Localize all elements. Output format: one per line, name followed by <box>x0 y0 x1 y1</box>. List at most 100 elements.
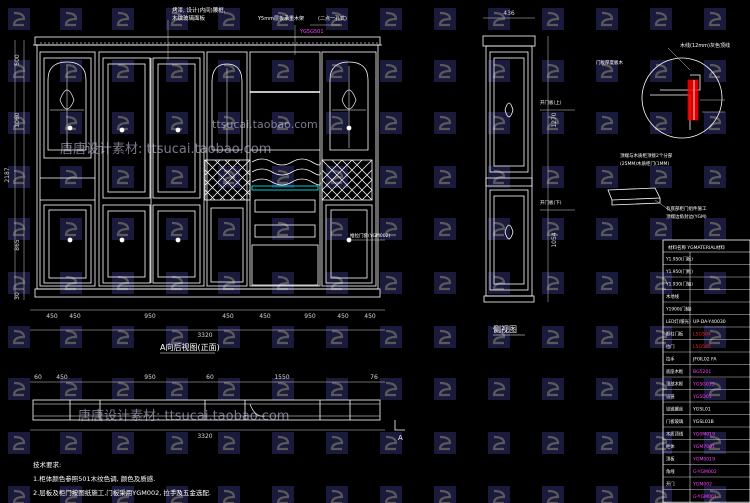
watermark-logo-icon <box>488 112 510 134</box>
watermark-logo-icon <box>650 378 672 400</box>
middle-glass-cabinet <box>206 51 248 287</box>
watermark-logo-icon <box>488 272 510 294</box>
table-cell-code: YGSL01B <box>692 419 714 425</box>
watermark-logo-icon <box>434 8 456 30</box>
table-cell-code: YG5G013 <box>692 382 715 388</box>
watermark-logo-icon <box>704 326 726 348</box>
plan-top-dim: 950 <box>144 374 156 381</box>
watermark-logo-icon <box>272 378 294 400</box>
watermark-logo-icon <box>272 166 294 188</box>
table-cell-code: YG0M019 <box>692 432 715 438</box>
watermark-logo-icon <box>272 112 294 134</box>
watermark-logo-icon <box>8 112 30 134</box>
watermark-logo-icon <box>380 8 402 30</box>
front-left-dim: 865 <box>14 239 21 251</box>
watermark-logo-icon <box>488 218 510 240</box>
table-row: Y1.950(门框) <box>663 268 750 278</box>
watermark-logo-icon <box>650 432 672 454</box>
front-bottom-dim: 450 <box>259 313 271 320</box>
watermark-logo-icon <box>488 8 510 30</box>
watermark-logo-icon <box>380 378 402 400</box>
watermark-logo-icon <box>434 326 456 348</box>
table-cell-code: YGM7001 <box>692 444 715 450</box>
table-row: 框柱门板 L5G504 <box>663 331 750 340</box>
table-cell-label: Y1.950(门板) <box>665 256 693 263</box>
materials-table: 材料名称 YGMATERIAL材料 Y1.950(门板) Y1.950(门框) Y1… <box>662 239 750 503</box>
watermark-logo-icon <box>596 60 618 82</box>
callout-door-frame: 烤漆, 设计(内间)腰框, <box>172 6 226 14</box>
table-cell-label: 铰链螺丝 <box>666 406 684 413</box>
plan-top-dim: 76 <box>370 374 378 381</box>
watermark-logo-icon <box>60 60 82 82</box>
watermark-logo-icon <box>380 486 402 503</box>
watermark-logo-icon <box>704 8 726 30</box>
watermark-logo-icon <box>272 486 294 503</box>
watermark-logo-icon <box>218 486 240 503</box>
front-left-dim: 500 <box>14 54 21 66</box>
plan-top-dim: 1550 <box>274 374 289 381</box>
callout-hole-type: (二点一孔式) <box>318 15 347 22</box>
watermark-logo-icon <box>596 112 618 134</box>
watermark-logo-icon <box>704 112 726 134</box>
watermark-logo-icon <box>488 432 510 454</box>
watermark-logo-icon <box>218 326 240 348</box>
front-bottom-dim: 950 <box>304 313 316 320</box>
table-cell-code: JF0IL02 FA <box>692 357 717 363</box>
watermark-logo-icon <box>596 378 618 400</box>
watermark-logo-icon <box>380 218 402 240</box>
table-cell-label: 木质顶线 <box>666 431 684 438</box>
watermark-logo-icon <box>488 60 510 82</box>
watermark-logo-icon <box>218 8 240 30</box>
watermark-logo-icon <box>596 326 618 348</box>
front-dimension-lines <box>14 40 385 331</box>
svg-text:A: A <box>398 434 403 442</box>
watermark-logo-icon <box>8 432 30 454</box>
watermark-logo-icon <box>488 326 510 348</box>
table-cell-label: 底座木框 <box>666 368 684 375</box>
watermark-logo-icon <box>166 8 188 30</box>
side-view-title: 侧视图 <box>493 324 517 334</box>
table-row: Y1.950(门板) <box>663 256 750 265</box>
watermark-logo-icon <box>704 60 726 82</box>
watermark-logo-icon <box>60 486 82 503</box>
watermark-logo-icon <box>326 432 348 454</box>
table-row: LED灯(暖光)UP-DA-Y40030 <box>663 318 750 328</box>
notes-line-2: 2.层板及柜门按图纸施工,门板采用YGM002, 拉手及五金选配. <box>33 488 211 497</box>
watermark-logo-icon <box>380 60 402 82</box>
table-row: Y1.930(门轴) <box>663 281 750 290</box>
table-cell-label: 框柱门板 <box>666 331 684 338</box>
watermark-logo-icon <box>542 112 564 134</box>
front-elevation <box>33 36 382 298</box>
watermark-logo-icon <box>8 378 30 400</box>
watermark-logo-icon <box>380 272 402 294</box>
watermark-logo-icon <box>326 218 348 240</box>
materials-table-header: 材料名称 YGMATERIAL材料 <box>668 244 725 251</box>
watermark-logo-icon <box>60 166 82 188</box>
table-cell-label: 开门 <box>666 481 675 488</box>
front-left-dim: 1060 <box>14 112 21 127</box>
front-bottom-dim: 450 <box>69 313 81 320</box>
crown-molding <box>34 36 381 46</box>
watermark-logo-icon <box>650 486 672 503</box>
watermark-logo-icon <box>166 486 188 503</box>
table-cell-label: LED灯(暖光) <box>666 318 691 325</box>
table-cell-label: 拉手 <box>666 356 675 363</box>
plan-top-dim: 60 <box>206 374 214 381</box>
watermark-logo-icon <box>542 486 564 503</box>
watermark-logo-icon <box>650 218 672 240</box>
table-cell-code: UP-DA-Y40030 <box>693 319 726 325</box>
table-cell-code: G-YGM002 <box>693 469 717 475</box>
watermark-logo-icon <box>8 166 30 188</box>
plan-dimension-lines <box>30 381 385 431</box>
watermark-logo-icon <box>272 8 294 30</box>
watermark-logo-icon <box>8 8 30 30</box>
watermark-logo-icon <box>596 218 618 240</box>
watermark-logo-icon <box>218 60 240 82</box>
table-cell-code: L5G504 <box>693 332 711 338</box>
watermark-logo-icon <box>166 326 188 348</box>
callout-code: YG5G501 <box>299 29 324 35</box>
